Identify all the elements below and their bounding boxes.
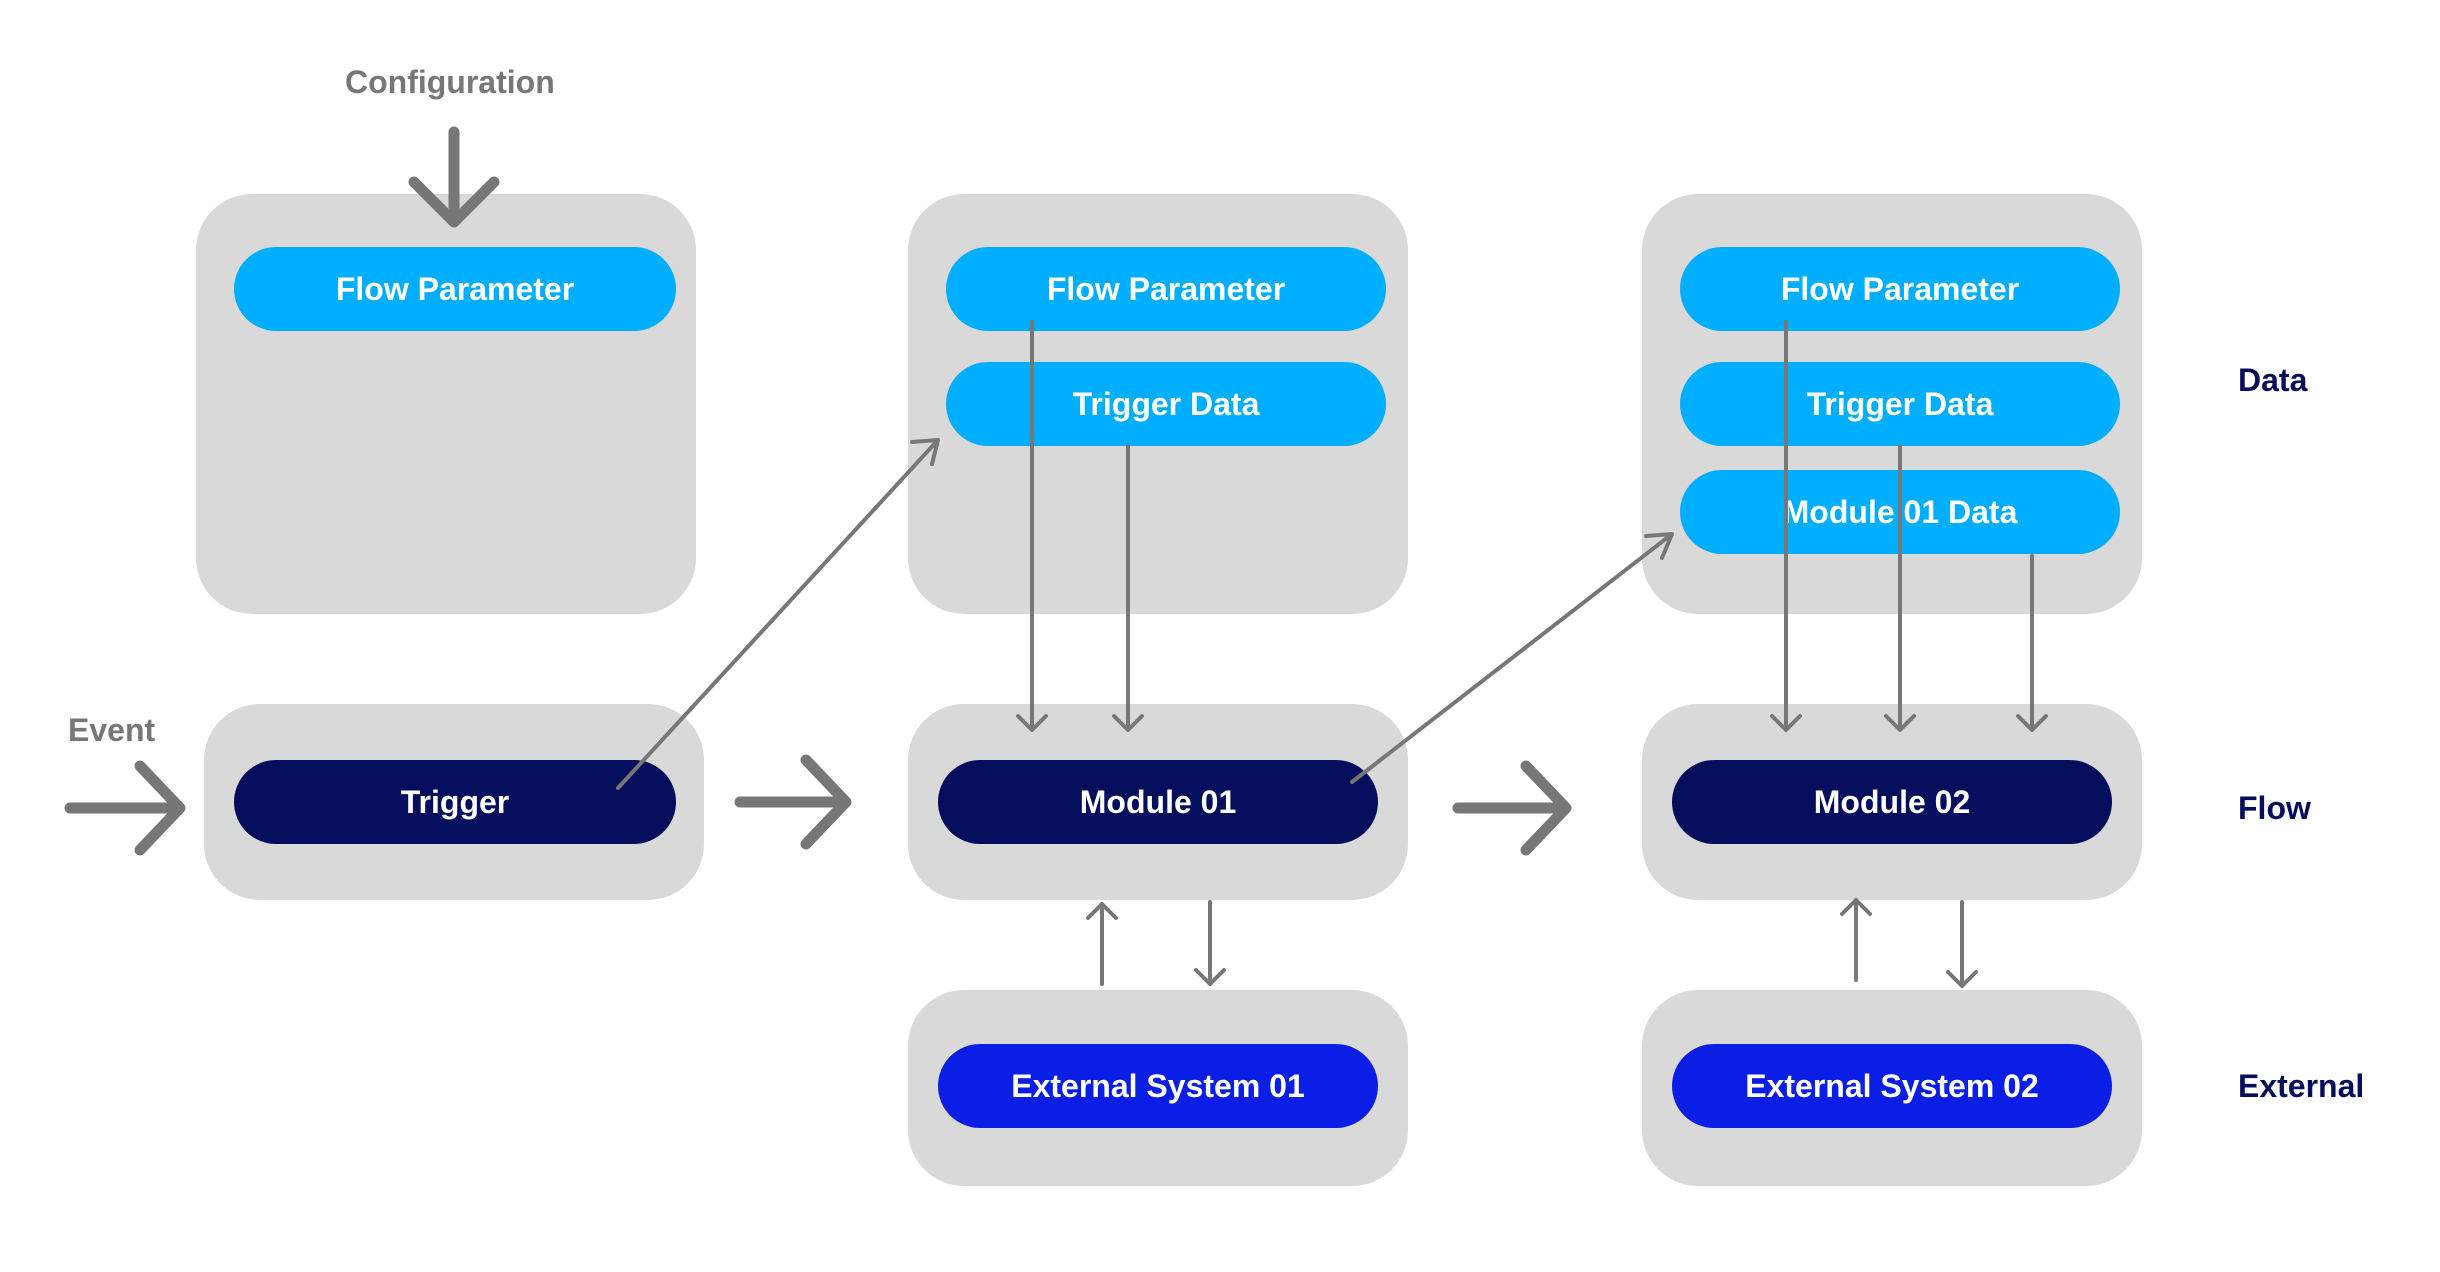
module02-pill[interactable]: Module 02 <box>1672 760 2112 844</box>
flow-parameter-pill-2: Flow Parameter <box>946 247 1386 331</box>
external01-to-module01-arrow <box>1086 902 1118 986</box>
trigger-data-pill-3: Trigger Data <box>1680 362 2120 446</box>
module01-to-module02-arrow <box>1452 760 1572 856</box>
external-system-02-pill[interactable]: External System 02 <box>1672 1044 2112 1128</box>
flow-parameter-pill-1: Flow Parameter <box>234 247 676 331</box>
row-label-data: Data <box>2238 362 2308 398</box>
external-system-01-pill[interactable]: External System 01 <box>938 1044 1378 1128</box>
module01-to-external01-arrow <box>1194 900 1226 986</box>
module01-pill[interactable]: Module 01 <box>938 760 1378 844</box>
event-label: Event <box>68 712 156 748</box>
configuration-label: Configuration <box>345 64 555 100</box>
trigger-pill[interactable]: Trigger <box>234 760 676 844</box>
trigger-to-module01-arrow <box>734 754 852 850</box>
event-arrow <box>64 760 186 856</box>
row-label-external: External <box>2238 1068 2365 1104</box>
row-label-flow: Flow <box>2238 790 2311 826</box>
flow-parameter-pill-3: Flow Parameter <box>1680 247 2120 331</box>
module02-to-external02-arrow <box>1946 900 1978 988</box>
module01-data-pill: Module 01 Data <box>1680 470 2120 554</box>
external02-to-module02-arrow <box>1840 898 1872 982</box>
trigger-data-pill-2: Trigger Data <box>946 362 1386 446</box>
